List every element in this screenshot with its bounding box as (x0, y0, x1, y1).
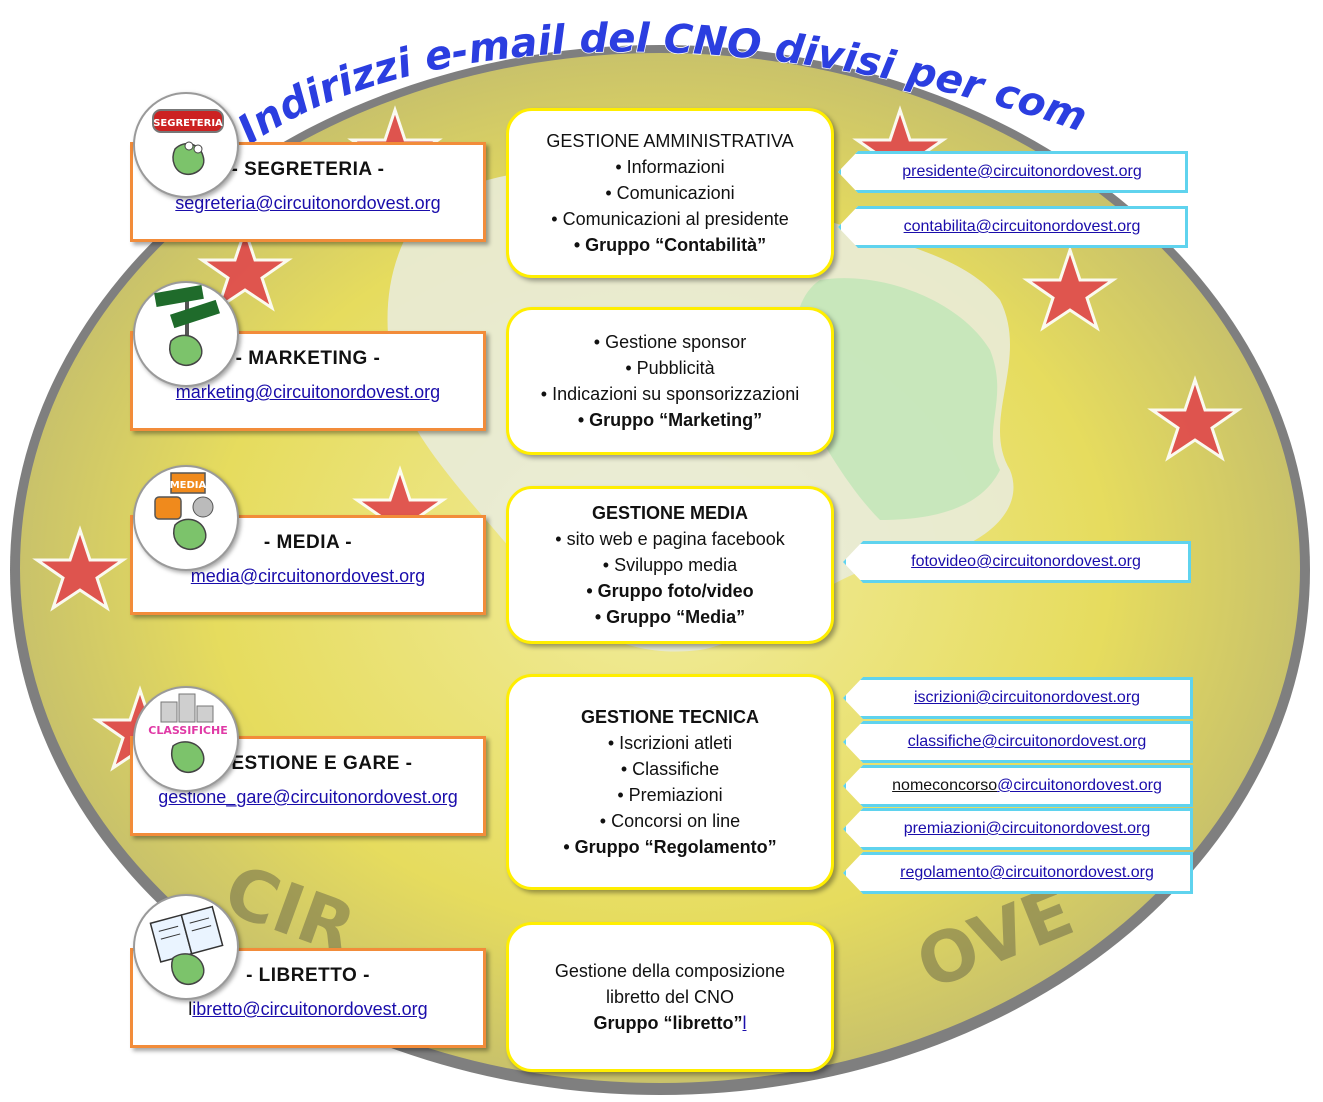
desc-line: Comunicazioni al presidente (509, 206, 831, 232)
email-link-nomeconcorso[interactable]: nomeconcorso@circuitonordovest.org (892, 777, 1162, 795)
email-link-regolamento[interactable]: regolamento@circuitonordovest.org (900, 864, 1154, 881)
email-local-part: nomeconcorso (892, 777, 998, 794)
page-title: Indirizzi e-mail del CNO divisi per comp… (230, 10, 1093, 154)
podium-icon: CLASSIFICHE (148, 693, 228, 774)
email-link-contabilita[interactable]: contabilita@circuitonordovest.org (903, 218, 1141, 235)
email-link-gestione-gare[interactable]: gestione_gare@circuitonordovest.org (158, 787, 458, 807)
mail-box-fotovideo: fotovideo@circuitonordovest.org (843, 541, 1191, 583)
desc-line: Informazioni (509, 154, 831, 180)
badge-marketing (133, 281, 239, 387)
signpost-icon (154, 284, 220, 367)
dept-name-media: - MEDIA - (263, 532, 353, 553)
clip-icon: SEGRETERIA (152, 109, 224, 176)
mail-box-contabilita: contabilita@circuitonordovest.org (838, 206, 1188, 248)
mail-box-premiazioni: premiazioni@circuitonordovest.org (843, 808, 1193, 850)
desc-box-marketing: Gestione sponsorPubblicitàIndicazioni su… (506, 307, 834, 455)
mail-box-nomeconcorso: nomeconcorso@circuitonordovest.org (843, 765, 1193, 807)
desc-line: Gestione della composizione (554, 961, 786, 981)
email-domain: @circuitonordovest.org (997, 777, 1162, 794)
desc-box-amministrativa: GESTIONE AMMINISTRATIVAInformazioniComun… (506, 108, 834, 278)
desc-trailing-link[interactable]: l (742, 1013, 747, 1033)
dept-name-libretto: - LIBRETTO - (246, 965, 370, 986)
email-link-segreteria[interactable]: segreteria@circuitonordovest.org (175, 193, 441, 213)
svg-text:CLASSIFICHE: CLASSIFICHE (148, 724, 227, 737)
svg-text:MEDIA: MEDIA (170, 480, 207, 491)
email-link-classifiche[interactable]: classifiche@circuitonordovest.org (907, 733, 1147, 750)
desc-line: Classifiche (509, 756, 831, 782)
email-prefix: l (188, 999, 193, 1019)
badge-media: MEDIA (133, 465, 239, 571)
desc-line: Gruppo “libretto”l (593, 1013, 747, 1033)
desc-line: Pubblicità (509, 355, 831, 381)
desc-line: GESTIONE TECNICA (580, 707, 759, 727)
email-link-fotovideo[interactable]: fotovideo@circuitonordovest.org (911, 553, 1141, 570)
desc-line: Indicazioni su sponsorizzazioni (509, 381, 831, 407)
desc-line: Gruppo “Regolamento” (509, 834, 831, 860)
desc-line: Gruppo “Marketing” (509, 407, 831, 433)
mail-box-presidente: presidente@circuitonordovest.org (838, 151, 1188, 193)
email-link-libretto[interactable]: libretto@circuitonordovest.org (133, 999, 483, 1020)
desc-line: Gruppo “Media” (509, 604, 831, 630)
email-link-media[interactable]: media@circuitonordovest.org (190, 566, 426, 586)
booklet-icon (149, 905, 224, 986)
media-icon: MEDIA (154, 472, 214, 551)
desc-line: Premiazioni (509, 782, 831, 808)
badge-gestione-gare: CLASSIFICHE (133, 686, 239, 792)
dept-name-marketing: - MARKETING - (235, 348, 381, 369)
desc-line: Comunicazioni (509, 180, 831, 206)
email-main: ibretto@circuitonordovest.org (192, 999, 428, 1019)
mail-box-classifiche: classifiche@circuitonordovest.org (843, 721, 1193, 763)
dept-name-gestione-gare: - GESTIONE E GARE - (203, 753, 413, 774)
desc-line: GESTIONE AMMINISTRATIVA (546, 131, 794, 151)
desc-box-tecnica: GESTIONE TECNICA Iscrizioni atletiClassif… (506, 674, 834, 890)
desc-line: Iscrizioni atleti (509, 730, 831, 756)
map-green-shape (794, 278, 1000, 520)
email-link-marketing[interactable]: marketing@circuitonordovest.org (175, 382, 441, 402)
desc-line: libretto del CNO (605, 987, 735, 1007)
mail-box-regolamento: regolamento@circuitonordovest.org (843, 852, 1193, 894)
desc-line: Gruppo foto/video (509, 578, 831, 604)
desc-line: Sviluppo media (509, 552, 831, 578)
dept-name-segreteria: - SEGRETERIA - (231, 159, 385, 180)
desc-line: sito web e pagina facebook (509, 526, 831, 552)
desc-line: GESTIONE MEDIA (591, 503, 748, 523)
email-link-iscrizioni[interactable]: iscrizioni@circuitonordovest.org (913, 689, 1141, 706)
badge-segreteria: SEGRETERIA (133, 92, 239, 198)
desc-line: Gruppo “Contabilità” (509, 232, 831, 258)
desc-box-media: GESTIONE MEDIA sito web e pagina facebook… (506, 486, 834, 644)
email-link-presidente[interactable]: presidente@circuitonordovest.org (902, 163, 1142, 180)
badge-libretto (133, 894, 239, 1000)
svg-text:SEGRETERIA: SEGRETERIA (153, 118, 223, 129)
desc-line: Concorsi on line (509, 808, 831, 834)
mail-box-iscrizioni: iscrizioni@circuitonordovest.org (843, 677, 1193, 719)
desc-box-libretto: Gestione della composizione libretto del … (506, 922, 834, 1072)
desc-line: Gestione sponsor (509, 329, 831, 355)
email-link-premiazioni[interactable]: premiazioni@circuitonordovest.org (903, 820, 1151, 837)
